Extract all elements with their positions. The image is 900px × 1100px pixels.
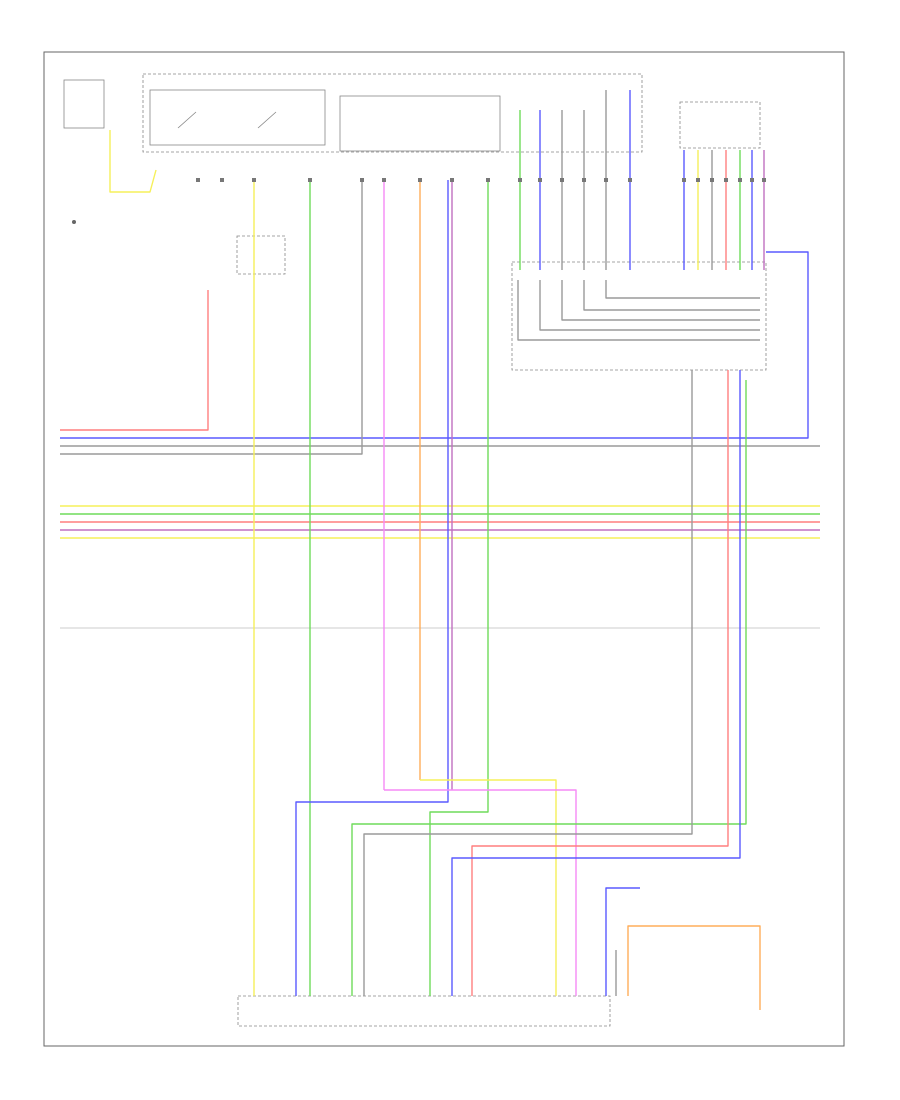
connector-pin: [518, 178, 522, 182]
wire-green-h-low: [351, 380, 747, 996]
wire-gray-cu1: [517, 280, 760, 341]
right-switch-box: [679, 101, 761, 149]
mid-left-component-box: [236, 235, 286, 275]
connector-pin: [196, 178, 200, 182]
connector-pin: [538, 178, 542, 182]
indicator-box: [339, 95, 501, 152]
right-module-box: [511, 261, 767, 371]
left-component-box: [63, 79, 105, 129]
connector-pin: [738, 178, 742, 182]
connector-pin: [220, 178, 224, 182]
wire-blue-br: [605, 887, 640, 996]
bottom-module-box: [237, 995, 611, 1027]
bus-wire-blue: [60, 251, 809, 439]
connector-pin: [450, 178, 454, 182]
connector-pin: [604, 178, 608, 182]
wire-gray-cu2: [539, 280, 760, 331]
wire-yellow-topleft: [109, 130, 157, 193]
wire-yellow-loop: [420, 779, 557, 996]
connector-pin: [360, 178, 364, 182]
connector-pin: [382, 178, 386, 182]
top-module-box: [142, 73, 643, 153]
wire-pink-loop: [384, 789, 577, 996]
wire-orange-br: [627, 925, 761, 1010]
bus-wire-red-top: [60, 290, 209, 431]
connector-pin: [252, 178, 256, 182]
wire-gray-h-low: [363, 370, 693, 996]
wires: [60, 90, 820, 1010]
connector-pin: [750, 178, 754, 182]
connector-pin: [582, 178, 586, 182]
connector-pin: [710, 178, 714, 182]
wire-gray-cu4: [583, 280, 760, 311]
wire-gray-cu5: [605, 280, 760, 299]
wire-red-h-low: [471, 370, 729, 996]
connector-pin: [560, 178, 564, 182]
bus-wire-gray-2: [60, 180, 363, 455]
connector-pin: [486, 178, 490, 182]
connector-pin: [308, 178, 312, 182]
connector-pins: [196, 178, 766, 182]
connector-pin: [418, 178, 422, 182]
top-switch-box: [149, 89, 326, 146]
connector-pin: [762, 178, 766, 182]
connector-pin: [724, 178, 728, 182]
wire-green-v2: [429, 180, 489, 996]
diagram-frame: [43, 51, 845, 1047]
connector-pin: [682, 178, 686, 182]
ground-symbol-left: [72, 220, 76, 224]
wire-blue-h-low: [451, 370, 741, 996]
wire-gray-cu3: [561, 280, 760, 321]
switch-line-2: [257, 111, 277, 129]
connector-pin: [628, 178, 632, 182]
switch-line-1: [177, 111, 197, 129]
connector-pin: [696, 178, 700, 182]
wire-blue-v1: [295, 180, 449, 996]
